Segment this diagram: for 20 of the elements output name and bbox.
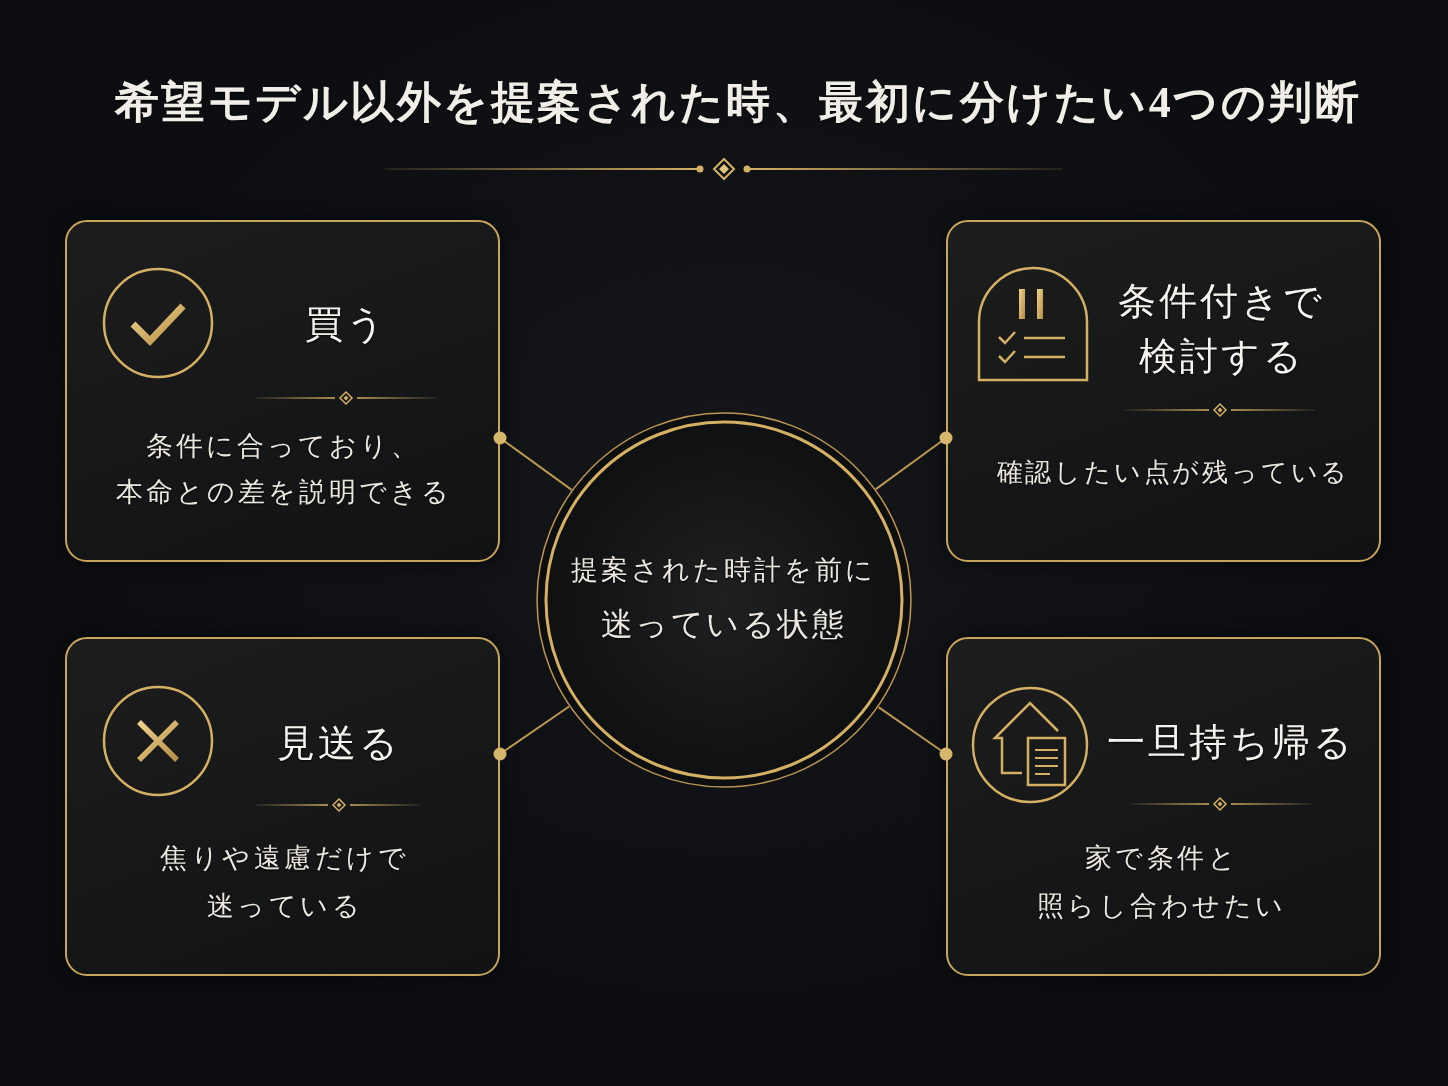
option-title: 一旦持ち帰る: [1106, 720, 1355, 765]
connector-line: [493, 705, 571, 761]
option-card: [65, 637, 500, 976]
option-description: 焦りや遠慮だけで迷っている: [160, 842, 410, 923]
center-text: 提案された時計を前に: [571, 554, 876, 587]
title: 希望モデル以外を提案された時、最初に分けたい4つの判断: [114, 77, 1362, 129]
option-card: [946, 637, 1381, 976]
connector-line: [493, 431, 573, 491]
connector-line: [874, 431, 953, 491]
option-title: 条件付きで検討する: [1118, 279, 1325, 379]
center-text: 迷っている状態: [600, 605, 846, 644]
option-description: 条件に合っており、本命との差を説明できる: [115, 430, 452, 509]
center-circle: [534, 410, 914, 790]
option-description: 家で条件と照らし合わせたい: [1036, 842, 1287, 923]
option-card: [65, 220, 500, 562]
option-title: 買う: [305, 302, 388, 347]
option-description: 確認したい点が残っている: [996, 457, 1351, 489]
option-title: 見送る: [276, 721, 401, 766]
option-card: [946, 220, 1381, 562]
connector-line: [877, 706, 953, 761]
